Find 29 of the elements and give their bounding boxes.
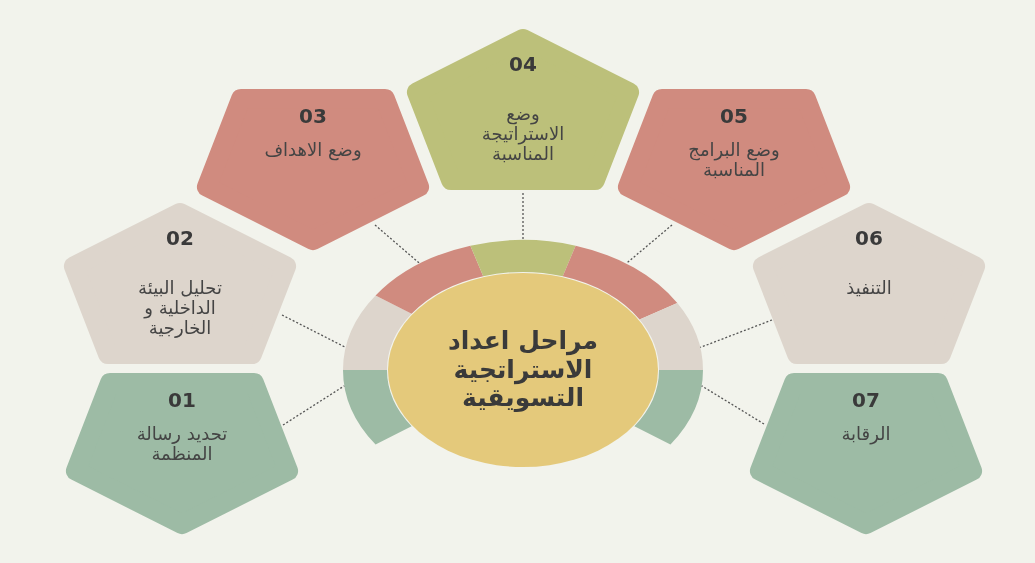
ring-segment — [375, 245, 484, 314]
step-label: تحديد رسالة المنظمة — [135, 424, 229, 464]
step-number: 05 — [720, 106, 748, 126]
ring-segment — [343, 370, 412, 445]
step-label: تحليل البيئة الداخلية و الخارجية — [137, 278, 223, 338]
ring-segment — [343, 295, 412, 370]
dotted-connector — [374, 224, 421, 265]
step-label: وضع الاهداف — [263, 140, 363, 160]
step-number: 01 — [168, 390, 196, 410]
dotted-connector — [282, 385, 345, 426]
step-label: وضع الاستراتيجة المناسبة — [480, 104, 566, 164]
step-label: التنفيذ — [845, 278, 893, 298]
step-label: الرقابة — [840, 424, 892, 444]
dotted-connector — [281, 314, 347, 349]
step-number: 06 — [855, 228, 883, 248]
dotted-connector — [699, 319, 773, 349]
step-number: 04 — [509, 54, 537, 74]
dotted-connector — [625, 224, 673, 265]
dotted-connector — [522, 192, 524, 241]
ring-segment — [470, 240, 576, 277]
step-label: وضع البرامج المناسبة — [687, 140, 781, 180]
center-title: مراحل اعداد الاستراتجية التسويقية — [446, 326, 600, 414]
step-number: 07 — [852, 390, 880, 410]
ring-segment — [634, 370, 703, 445]
dotted-connector — [701, 385, 765, 425]
ring-segment — [562, 245, 678, 320]
ring-segment — [639, 303, 703, 370]
step-number: 03 — [299, 106, 327, 126]
step-number: 02 — [166, 228, 194, 248]
